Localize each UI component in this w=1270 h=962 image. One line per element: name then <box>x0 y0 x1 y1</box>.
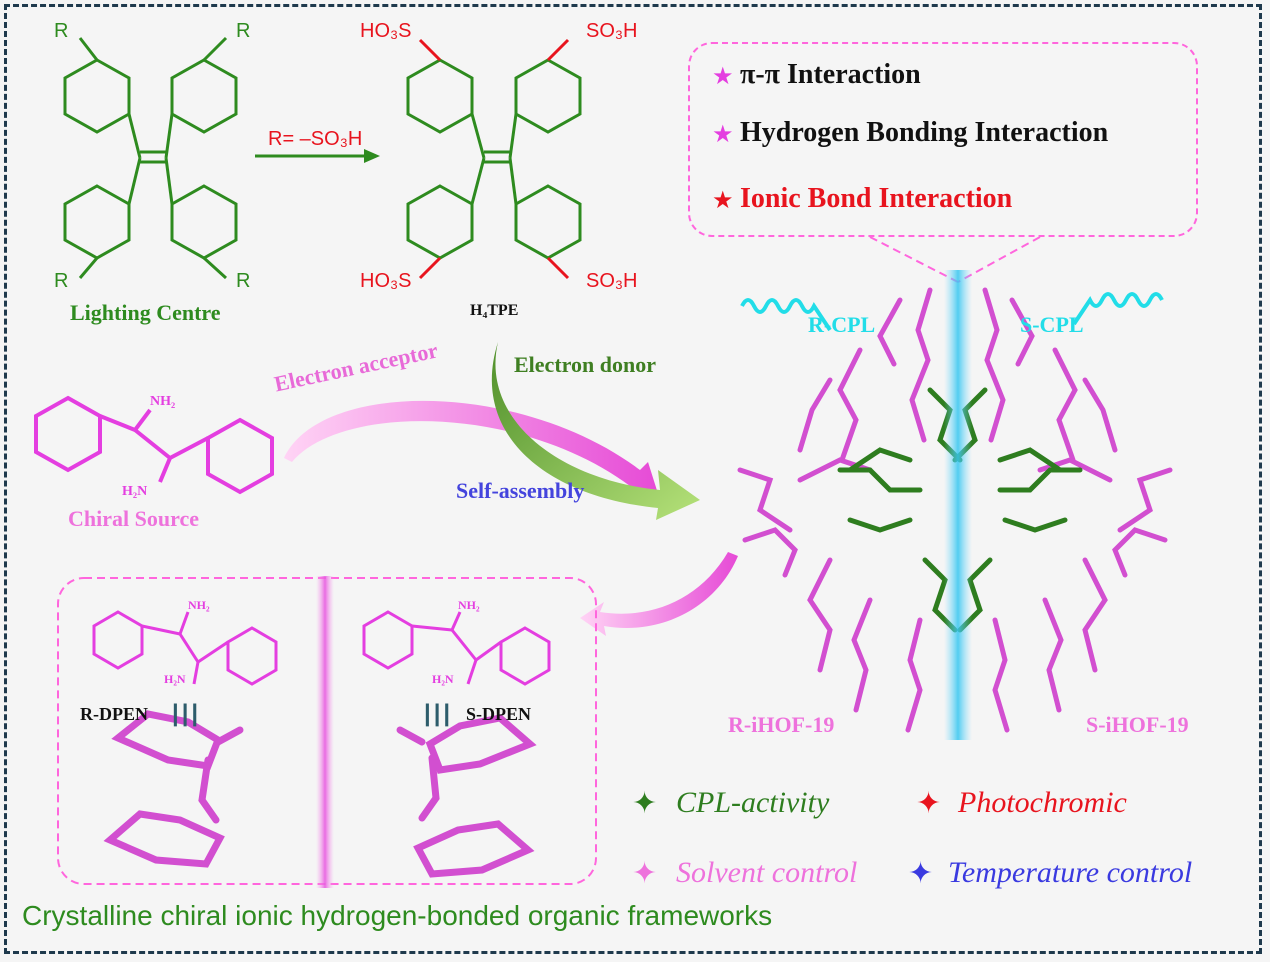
tpe-r-bottom-left: R <box>54 270 69 292</box>
tpe-molecule <box>63 36 238 280</box>
property-photochromic: Photochromic <box>958 786 1127 819</box>
callout-lines <box>869 236 1041 283</box>
interaction-hydrogen-bonding: Hydrogen Bonding Interaction <box>740 117 1109 148</box>
figure-frame <box>4 4 1262 954</box>
self-assembly-label: Self-assembly <box>456 478 585 503</box>
h4tpe-so3h-bottom-left: HO₃S <box>360 270 412 292</box>
tpe-r-bottom-right: R <box>236 270 251 292</box>
s-dpen-equiv: ||| <box>424 700 454 727</box>
s-dpen-nh2: NH₂ <box>458 598 480 612</box>
spark-icon: ✦ <box>916 786 942 821</box>
s-dpen-3d <box>396 714 537 878</box>
chiral-source-name: Chiral Source <box>68 506 199 531</box>
star-icon: ★ <box>712 186 734 214</box>
r-dpen-structure <box>92 610 278 686</box>
star-icon: ★ <box>712 62 734 90</box>
dpen-box <box>57 577 597 885</box>
spark-icon: ✦ <box>632 856 658 891</box>
chiral-nh2-label: NH₂ <box>150 394 176 409</box>
spark-icon: ✦ <box>632 786 658 821</box>
dpen-arrow <box>580 552 738 636</box>
h4tpe-so3h-bottom-right: SO₃H <box>586 270 638 292</box>
r-dpen-nh2: NH₂ <box>188 598 210 612</box>
sulfonic-bonds <box>418 38 570 280</box>
r-dpen-equiv: ||| <box>172 700 202 727</box>
r-cpl-label: R-CPL <box>808 312 876 337</box>
interaction-box <box>688 42 1198 237</box>
electron-acceptor-arrow <box>284 400 660 500</box>
r-ihof-name: R-iHOF-19 <box>728 712 835 737</box>
electron-donor-label: Electron donor <box>514 352 656 377</box>
interaction-pi-pi: π-π Interaction <box>740 59 921 90</box>
s-dpen-structure <box>362 610 551 686</box>
r-dpen-name: R-DPEN <box>80 704 148 724</box>
r-cpl-wave <box>740 298 832 332</box>
r-dpen-h2n: H₂N <box>164 672 186 686</box>
h4tpe-so3h-top-left: HO₃S <box>360 20 412 42</box>
s-ihof-name: S-iHOF-19 <box>1086 712 1189 737</box>
reaction-label: R= –SO₃H <box>268 128 363 150</box>
chiral-source-molecule <box>34 395 274 495</box>
electron-donor-arrow <box>491 342 700 520</box>
footer-title: Crystalline chiral ionic hydrogen-bonded… <box>22 900 773 931</box>
h4tpe-so3h-top-right: SO₃H <box>586 20 638 42</box>
r-dpen-3d <box>103 710 244 868</box>
s-dpen-h2n: H₂N <box>432 672 454 686</box>
ihof-framework <box>737 270 1173 740</box>
h4tpe-molecule <box>406 58 582 260</box>
mirror-plane <box>316 576 334 888</box>
s-dpen-name: S-DPEN <box>466 704 532 724</box>
h4tpe-name: H₄TPE <box>470 302 519 319</box>
property-temperature-control: Temperature control <box>948 856 1193 889</box>
s-cpl-label: S-CPL <box>1020 312 1084 337</box>
reaction-arrow <box>255 149 380 163</box>
tpe-name: Lighting Centre <box>70 300 221 325</box>
tpe-r-top-right: R <box>236 20 251 42</box>
spark-icon: ✦ <box>908 856 934 891</box>
property-solvent-control: Solvent control <box>676 856 858 889</box>
tpe-r-top-left: R <box>54 20 69 42</box>
property-cpl-activity: CPL-activity <box>676 786 830 819</box>
interaction-ionic-bond: Ionic Bond Interaction <box>740 183 1013 214</box>
s-cpl-wave <box>1072 292 1164 326</box>
chiral-h2n-label: H₂N <box>122 484 148 499</box>
star-icon: ★ <box>712 120 734 148</box>
